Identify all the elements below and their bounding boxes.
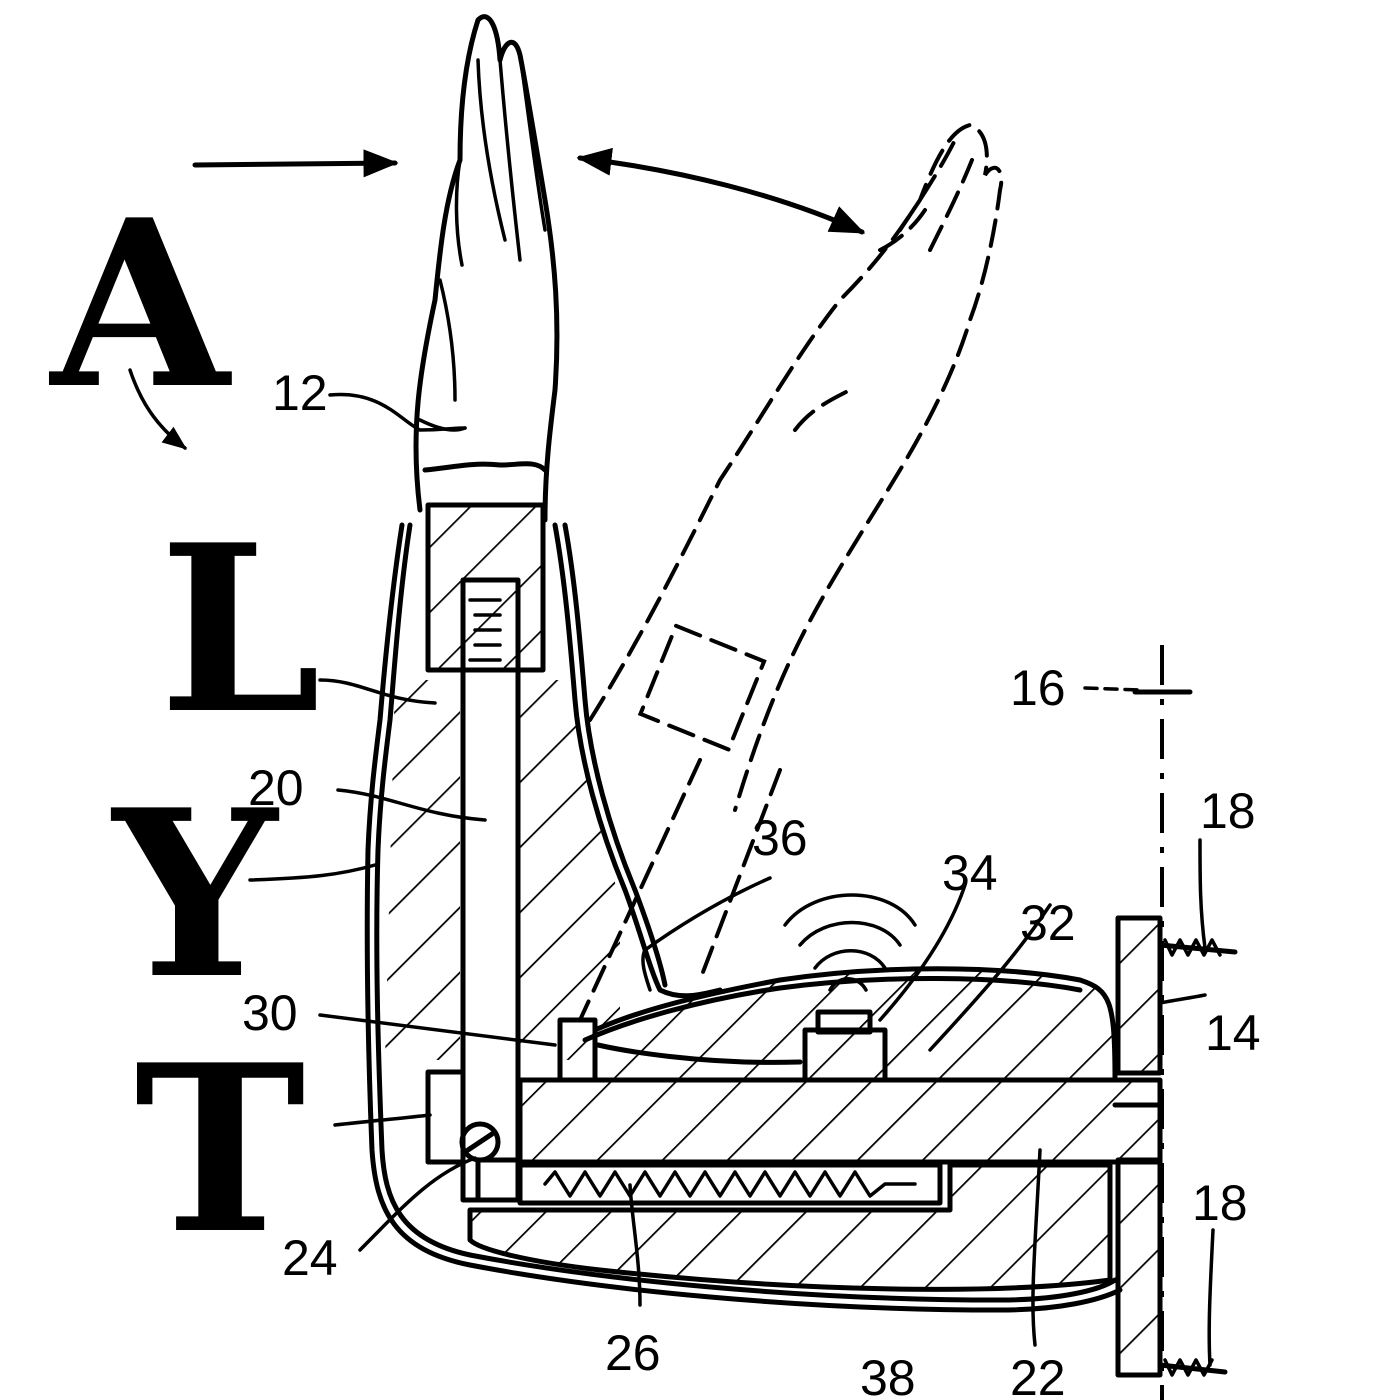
upper-arm-left-hatch xyxy=(385,680,460,1060)
sound-waves xyxy=(783,893,917,992)
wrist-block xyxy=(428,505,543,670)
upper-arm-right-hatch xyxy=(520,680,620,1060)
letter-y: Y xyxy=(110,760,280,1030)
ref-24: 24 xyxy=(282,1230,338,1286)
wrist-block-outline xyxy=(425,502,546,673)
ref-20: 20 xyxy=(248,760,304,816)
ref-34: 34 xyxy=(942,845,998,901)
letter-t: T xyxy=(134,1015,305,1285)
ref-26: 26 xyxy=(605,1325,661,1381)
rod-teeth xyxy=(468,598,502,662)
ref-22: 22 xyxy=(1010,1350,1066,1400)
letter-l: L xyxy=(159,495,321,765)
ref-32: 32 xyxy=(1020,895,1076,951)
ref-14: 14 xyxy=(1205,1005,1261,1061)
ref-36: 36 xyxy=(752,810,808,866)
ref-18-top: 18 xyxy=(1200,783,1256,839)
screw-18-bottom xyxy=(1157,1358,1228,1377)
ref-16: 16 xyxy=(1010,660,1066,716)
swing-arrow xyxy=(576,147,866,235)
curved-arrow-a xyxy=(128,368,187,450)
vertical-rod xyxy=(460,577,521,1203)
upright-hand xyxy=(413,14,560,523)
switch-button-34 xyxy=(815,1009,873,1035)
horizontal-beam-22 xyxy=(520,1080,1160,1162)
ref-12: 12 xyxy=(272,365,328,421)
wall-bracket-upper xyxy=(1118,918,1160,1073)
direction-arrow xyxy=(192,149,399,178)
swung-arm-phantom xyxy=(578,122,1004,1022)
leader-lines xyxy=(248,392,1215,1367)
pivot-bracket xyxy=(425,1069,466,1165)
spring-26 xyxy=(543,1170,917,1198)
spring-channel xyxy=(517,1162,943,1206)
ref-38: 38 xyxy=(860,1350,916,1400)
ref-18-bottom: 18 xyxy=(1192,1175,1248,1231)
wall-bracket-lower xyxy=(1118,1160,1160,1375)
ref-30: 30 xyxy=(242,985,298,1041)
body-shell xyxy=(364,522,1123,1313)
screw-18-top xyxy=(1157,938,1238,957)
